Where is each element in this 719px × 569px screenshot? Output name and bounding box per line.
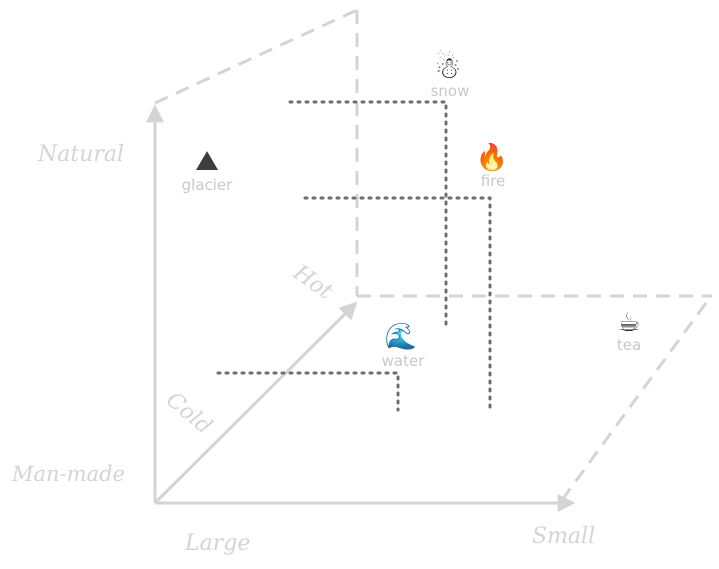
item-label-glacier: glacier [182, 176, 234, 194]
snow-guide [288, 100, 448, 330]
depth-axis [153, 301, 358, 505]
dashed-right-diagonal [560, 302, 708, 501]
dashed-top-diagonal [154, 8, 358, 105]
axis-label-large: Large [184, 531, 250, 556]
axis-label-hot: Hot [288, 260, 337, 305]
mountain-icon: ⛰ [195, 144, 219, 177]
fire-guide [303, 196, 492, 412]
axis-label-cold: Cold [161, 387, 216, 439]
axis-label-small: Small [532, 524, 595, 549]
axis-label-natural: Natural [37, 142, 124, 167]
item-label-tea: tea [617, 336, 641, 354]
fire-icon: 🔥 [476, 142, 508, 173]
wave-icon: 🌊 [385, 321, 417, 352]
item-label-fire: fire [481, 172, 506, 190]
item-label-snow: snow [431, 82, 470, 100]
snowman-icon: ☃ [435, 50, 462, 86]
teacup-icon: ☕ [617, 308, 640, 338]
axis-label-man-made: Man-made [11, 462, 125, 486]
water-guide [216, 371, 400, 412]
item-label-water: water [382, 352, 426, 370]
